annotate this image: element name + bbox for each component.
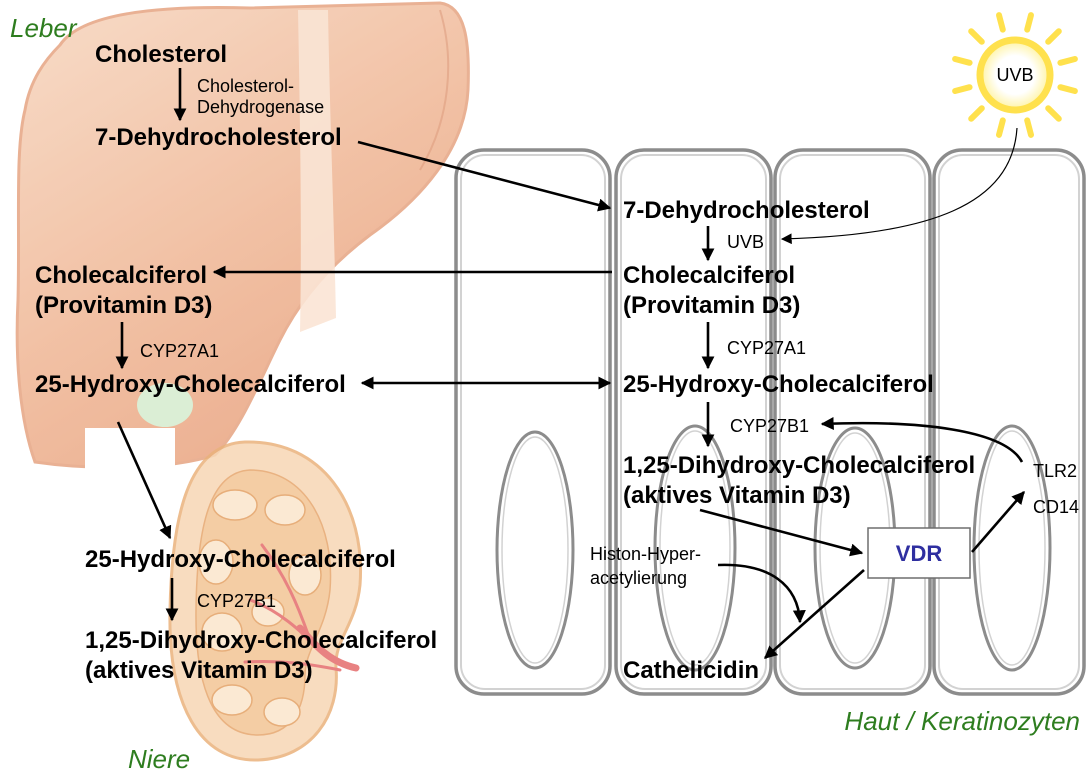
liver-cholecalciferol-label-line1: Cholecalciferol <box>35 262 207 289</box>
sun-ray <box>971 108 982 119</box>
kidney-active-vitamin-label-line1: 1,25-Dihydroxy-Cholecalciferol <box>85 627 437 654</box>
skin-uvb-step-label: UVB <box>727 232 764 252</box>
sun-uvb-label: UVB <box>996 65 1033 85</box>
sun-ray <box>1060 87 1075 91</box>
sun-ray <box>999 15 1003 30</box>
kidney-cyp27b1-label: CYP27B1 <box>197 591 276 611</box>
sun-ray <box>1027 15 1031 30</box>
sun-ray <box>1060 59 1075 63</box>
keratinocyte-cell <box>456 150 610 694</box>
skin-cyp27a1-label: CYP27A1 <box>727 338 806 358</box>
cell-nucleus-inner <box>502 437 568 663</box>
skin-cholecalciferol-label-line1: Cholecalciferol <box>623 262 795 289</box>
skin-dehydrocholesterol-label: 7-Dehydrocholesterol <box>623 197 870 224</box>
sun-icon: UVB <box>955 15 1075 135</box>
kidney-pyramid <box>212 685 252 715</box>
cd14-label: CD14 <box>1033 497 1079 517</box>
region-label-liver: Leber <box>10 13 78 43</box>
sun-ray <box>999 120 1003 134</box>
liver-hydroxy-cholecalciferol-label: 25-Hydroxy-Cholecalciferol <box>35 371 346 398</box>
kidney-pyramid <box>265 495 305 525</box>
liver-enzyme-label-line2: Dehydrogenase <box>197 97 324 117</box>
cathelicidin-label: Cathelicidin <box>623 657 759 684</box>
skin-cyp27b1-label: CYP27B1 <box>730 416 809 436</box>
sun-ray <box>955 59 970 63</box>
region-label-kidney: Niere <box>128 744 190 773</box>
skin-active-vitamin-label-line1: 1,25-Dihydroxy-Cholecalciferol <box>623 452 975 479</box>
sun-ray <box>971 31 982 42</box>
tlr2-label: TLR2 <box>1033 461 1077 481</box>
kidney-pyramid <box>213 490 257 520</box>
skin-active-vitamin-label-line2: (aktives Vitamin D3) <box>623 482 851 509</box>
sun-ray <box>1027 120 1031 134</box>
skin-cholecalciferol-label-line2: (Provitamin D3) <box>623 292 800 319</box>
liver-enzyme-label-line1: Cholesterol- <box>197 76 294 96</box>
sun-ray <box>1048 108 1059 119</box>
keratinocyte-cell-inner <box>939 155 1079 689</box>
liver-cholesterol-label: Cholesterol <box>95 41 227 68</box>
keratinocyte-cell <box>934 150 1084 694</box>
kidney-pyramid <box>264 698 300 726</box>
sun-ray <box>1048 31 1059 42</box>
histone-label-line1: Histon-Hyper- <box>590 544 701 564</box>
liver-cyp27a1-label: CYP27A1 <box>140 341 219 361</box>
sun-ray <box>955 87 970 91</box>
cell-nucleus <box>497 432 573 668</box>
region-label-skin: Haut / Keratinozyten <box>844 706 1080 736</box>
histone-label-line2: acetylierung <box>590 568 687 588</box>
liver-dehydrocholesterol-label: 7-Dehydrocholesterol <box>95 124 342 151</box>
skin-hydroxy-cholecalciferol-label: 25-Hydroxy-Cholecalciferol <box>623 371 934 398</box>
keratinocyte-cell-inner <box>461 155 605 689</box>
vdr-label: VDR <box>896 541 943 566</box>
kidney-hydroxy-cholecalciferol-label: 25-Hydroxy-Cholecalciferol <box>85 546 396 573</box>
liver-cholecalciferol-label-line2: (Provitamin D3) <box>35 292 212 319</box>
kidney-active-vitamin-label-line2: (aktives Vitamin D3) <box>85 657 313 684</box>
